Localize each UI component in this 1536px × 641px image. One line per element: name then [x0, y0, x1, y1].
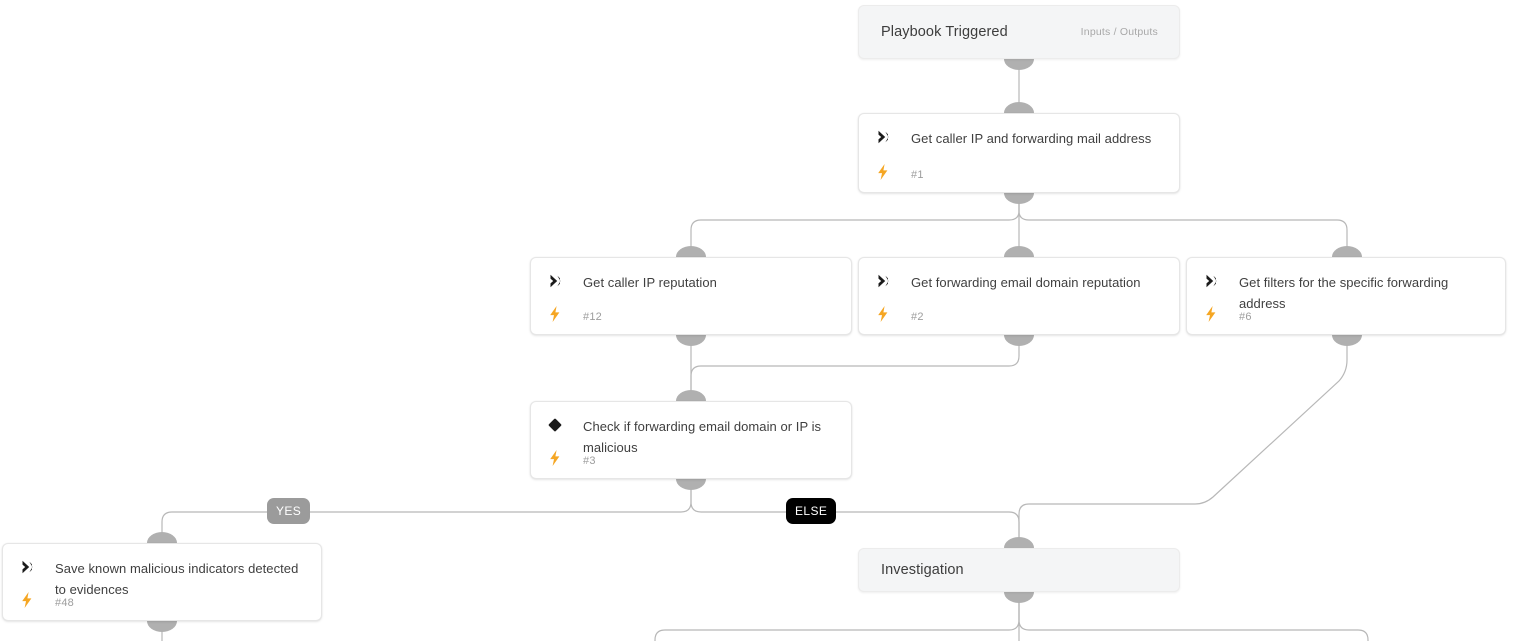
- edge-n2-to-n3: [687, 335, 1020, 397]
- port-n1-in: [1004, 102, 1034, 113]
- diamond-icon: [545, 416, 565, 434]
- branch-label-text: ELSE: [795, 504, 828, 518]
- node-title: Get filters for the specific forwarding …: [1239, 275, 1449, 311]
- port-n3-out: [676, 479, 706, 490]
- port-n48-out: [147, 621, 177, 632]
- node-check-if-forwarding-email-domain-or-ip-is-malicious[interactable]: Check if forwarding email domain or IP i…: [530, 401, 852, 479]
- chevron-right-icon: [873, 128, 893, 146]
- node-title: Investigation: [881, 562, 964, 578]
- port-n12-in: [676, 246, 706, 257]
- branch-label-yes[interactable]: YES: [267, 498, 311, 524]
- lightning-bolt-icon: [545, 448, 565, 468]
- chevron-right-icon: [545, 272, 565, 290]
- port-n2-in: [1004, 246, 1034, 257]
- port-n12-out: [676, 335, 706, 346]
- node-playbook-triggered[interactable]: Playbook Triggered Inputs / Outputs: [858, 5, 1180, 59]
- port-investigation-in: [1004, 537, 1034, 548]
- node-title: Playbook Triggered: [881, 24, 1008, 40]
- edge-investigation-down-left: [654, 592, 1020, 641]
- port-n6-in: [1332, 246, 1362, 257]
- lightning-bolt-icon: [17, 590, 37, 610]
- port-n6-out: [1332, 335, 1362, 346]
- lightning-bolt-icon: [1201, 304, 1221, 324]
- node-number: #6: [1239, 311, 1252, 323]
- node-get-forwarding-email-domain-reputation[interactable]: Get forwarding email domain reputation #…: [858, 257, 1180, 335]
- lightning-bolt-icon: [545, 304, 565, 324]
- edge-n1-to-n12: [687, 193, 1020, 253]
- node-investigation[interactable]: Investigation: [858, 548, 1180, 592]
- node-number: #12: [583, 311, 602, 323]
- port-investigation-out: [1004, 592, 1034, 603]
- edge-n1-to-n6: [1018, 193, 1351, 253]
- node-title: Check if forwarding email domain or IP i…: [583, 419, 822, 455]
- branch-label-text: YES: [276, 504, 302, 518]
- edge-n3-else-to-investigation: [690, 479, 1023, 544]
- edge-investigation-down-right: [1018, 592, 1369, 641]
- edge-n3-yes-to-n48: [158, 479, 692, 539]
- inputs-outputs-label[interactable]: Inputs / Outputs: [1080, 26, 1158, 38]
- node-get-filters-for-the-specific-forwarding-address[interactable]: Get filters for the specific forwarding …: [1186, 257, 1506, 335]
- node-number: #1: [911, 169, 924, 181]
- node-title: Get caller IP reputation: [583, 275, 717, 290]
- lightning-bolt-icon: [873, 162, 893, 182]
- port-n1-out: [1004, 193, 1034, 204]
- port-n48-in: [147, 532, 177, 543]
- node-get-caller-ip-reputation[interactable]: Get caller IP reputation #12: [530, 257, 852, 335]
- branch-label-else[interactable]: ELSE: [786, 498, 837, 524]
- chevron-right-icon: [17, 558, 37, 576]
- node-title: Get caller IP and forwarding mail addres…: [911, 131, 1152, 146]
- port-start-out: [1004, 59, 1034, 70]
- chevron-right-icon: [1201, 272, 1221, 290]
- node-title: Save known malicious indicators detected…: [55, 561, 299, 597]
- lightning-bolt-icon: [873, 304, 893, 324]
- port-n3-in: [676, 390, 706, 401]
- node-number: #3: [583, 455, 596, 467]
- node-save-known-malicious-indicators-detected-to-evidences[interactable]: Save known malicious indicators detected…: [2, 543, 322, 621]
- node-title: Get forwarding email domain reputation: [911, 275, 1141, 290]
- node-number: #2: [911, 311, 924, 323]
- chevron-right-icon: [873, 272, 893, 290]
- edge-n6-to-investigation: [1015, 335, 1348, 544]
- port-n2-out: [1004, 335, 1034, 346]
- node-get-caller-ip-and-forwarding-mail-address[interactable]: Get caller IP and forwarding mail addres…: [858, 113, 1180, 193]
- node-number: #48: [55, 597, 74, 609]
